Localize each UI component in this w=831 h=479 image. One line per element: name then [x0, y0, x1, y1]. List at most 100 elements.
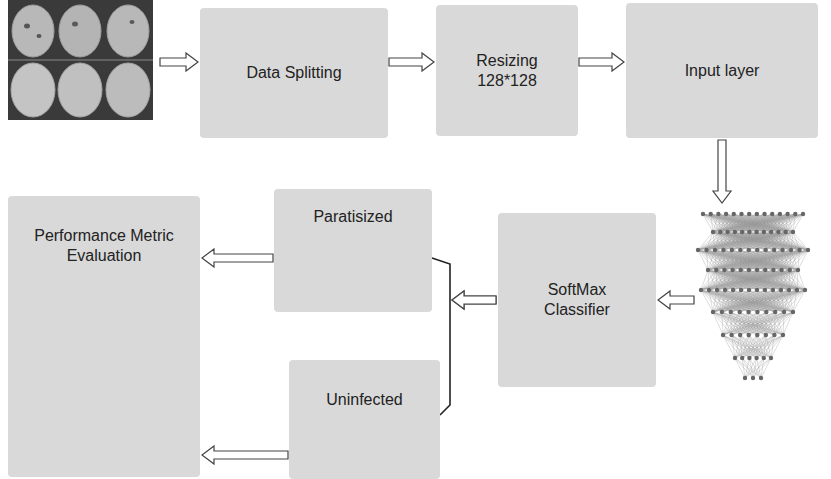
network-link — [766, 232, 793, 250]
split-bar — [440, 300, 450, 415]
network-neuron — [738, 333, 742, 337]
network-neuron — [769, 230, 773, 234]
network-link — [733, 250, 808, 270]
network-link — [749, 250, 808, 270]
network-neuron — [788, 268, 792, 272]
network-link — [698, 232, 793, 250]
network-link — [764, 214, 803, 232]
network-link — [745, 358, 771, 378]
network-link — [783, 312, 793, 335]
box-label: SoftMax Classifier — [527, 280, 627, 320]
network-link — [711, 214, 713, 232]
network-neuron — [795, 288, 799, 292]
network-link — [723, 312, 793, 335]
network-neuron — [747, 230, 751, 234]
arrow-shape — [579, 53, 624, 71]
network-neuron — [732, 212, 736, 216]
cell — [58, 63, 102, 117]
network-neuron — [764, 333, 768, 337]
network-link — [713, 312, 723, 335]
network-link — [723, 312, 740, 335]
network-neuron — [772, 333, 776, 337]
network-link — [735, 335, 783, 358]
network-link — [735, 358, 745, 378]
network-neuron — [755, 310, 759, 314]
network-neuron — [711, 310, 715, 314]
network-link — [790, 250, 808, 270]
box-label: Performance Metric Evaluation — [34, 226, 174, 266]
box-label: Resizing 128*128 — [462, 51, 552, 91]
process-box: Input layer — [626, 3, 818, 138]
network-link — [757, 250, 808, 270]
network-neuron — [755, 248, 759, 252]
network-link — [757, 312, 765, 335]
network-neuron — [733, 230, 737, 234]
network-neuron — [740, 356, 744, 360]
parasite-dot — [24, 24, 30, 29]
network-neuron — [779, 268, 783, 272]
network-link — [732, 335, 750, 358]
network-link — [783, 232, 793, 250]
cell — [12, 5, 54, 57]
network-link — [775, 290, 805, 312]
network-link — [791, 232, 793, 250]
network-neuron — [797, 248, 801, 252]
network-neuron — [803, 288, 807, 292]
network-link — [713, 290, 797, 312]
network-link — [782, 250, 808, 270]
network-neuron — [739, 212, 743, 216]
network-link — [701, 270, 773, 290]
cell-images — [8, 0, 153, 120]
parasite-dot — [130, 20, 135, 24]
network-link — [778, 214, 803, 232]
network-link — [766, 312, 793, 335]
network-link — [757, 358, 761, 378]
network-neuron — [746, 310, 750, 314]
network-link — [749, 335, 783, 358]
parasite-dot — [72, 22, 78, 27]
network-link — [709, 290, 766, 312]
network-link — [731, 290, 805, 312]
network-link — [735, 214, 803, 232]
process-box: Resizing 128*128 — [436, 5, 578, 136]
process-box: Performance Metric Evaluation — [8, 196, 200, 477]
network-neuron — [730, 248, 734, 252]
network-link — [709, 270, 798, 290]
network-neuron — [778, 212, 782, 216]
network-link — [742, 214, 803, 232]
network-link — [713, 232, 800, 250]
box-label: Uninfected — [326, 390, 403, 410]
arrow-shape — [202, 446, 288, 464]
flow-arrow — [432, 258, 496, 309]
cell — [107, 5, 149, 57]
network-neuron — [769, 356, 773, 360]
network-link — [789, 270, 798, 290]
network-neuron — [784, 230, 788, 234]
network-link — [718, 214, 793, 232]
network-neuron — [796, 268, 800, 272]
network-neuron — [723, 288, 727, 292]
network-link — [786, 214, 803, 232]
network-neuron — [747, 333, 751, 337]
network-neuron — [729, 333, 733, 337]
network-link — [797, 270, 798, 290]
network-neuron — [772, 248, 776, 252]
network-link — [735, 335, 766, 358]
network-neuron — [789, 248, 793, 252]
network-neuron — [701, 212, 705, 216]
network-link — [798, 250, 808, 270]
image-divider — [8, 60, 153, 61]
network-link — [720, 232, 808, 250]
network-neuron — [782, 310, 786, 314]
network-link — [708, 270, 805, 290]
network-link — [793, 290, 805, 312]
network-link — [723, 312, 757, 335]
network-neuron — [738, 248, 742, 252]
arrow-shape — [202, 249, 273, 267]
network-link — [757, 335, 783, 358]
network-link — [766, 290, 805, 312]
network-neuron — [776, 230, 780, 234]
network-link — [741, 250, 808, 270]
network-neuron — [755, 268, 759, 272]
process-box: Uninfected — [289, 360, 440, 479]
